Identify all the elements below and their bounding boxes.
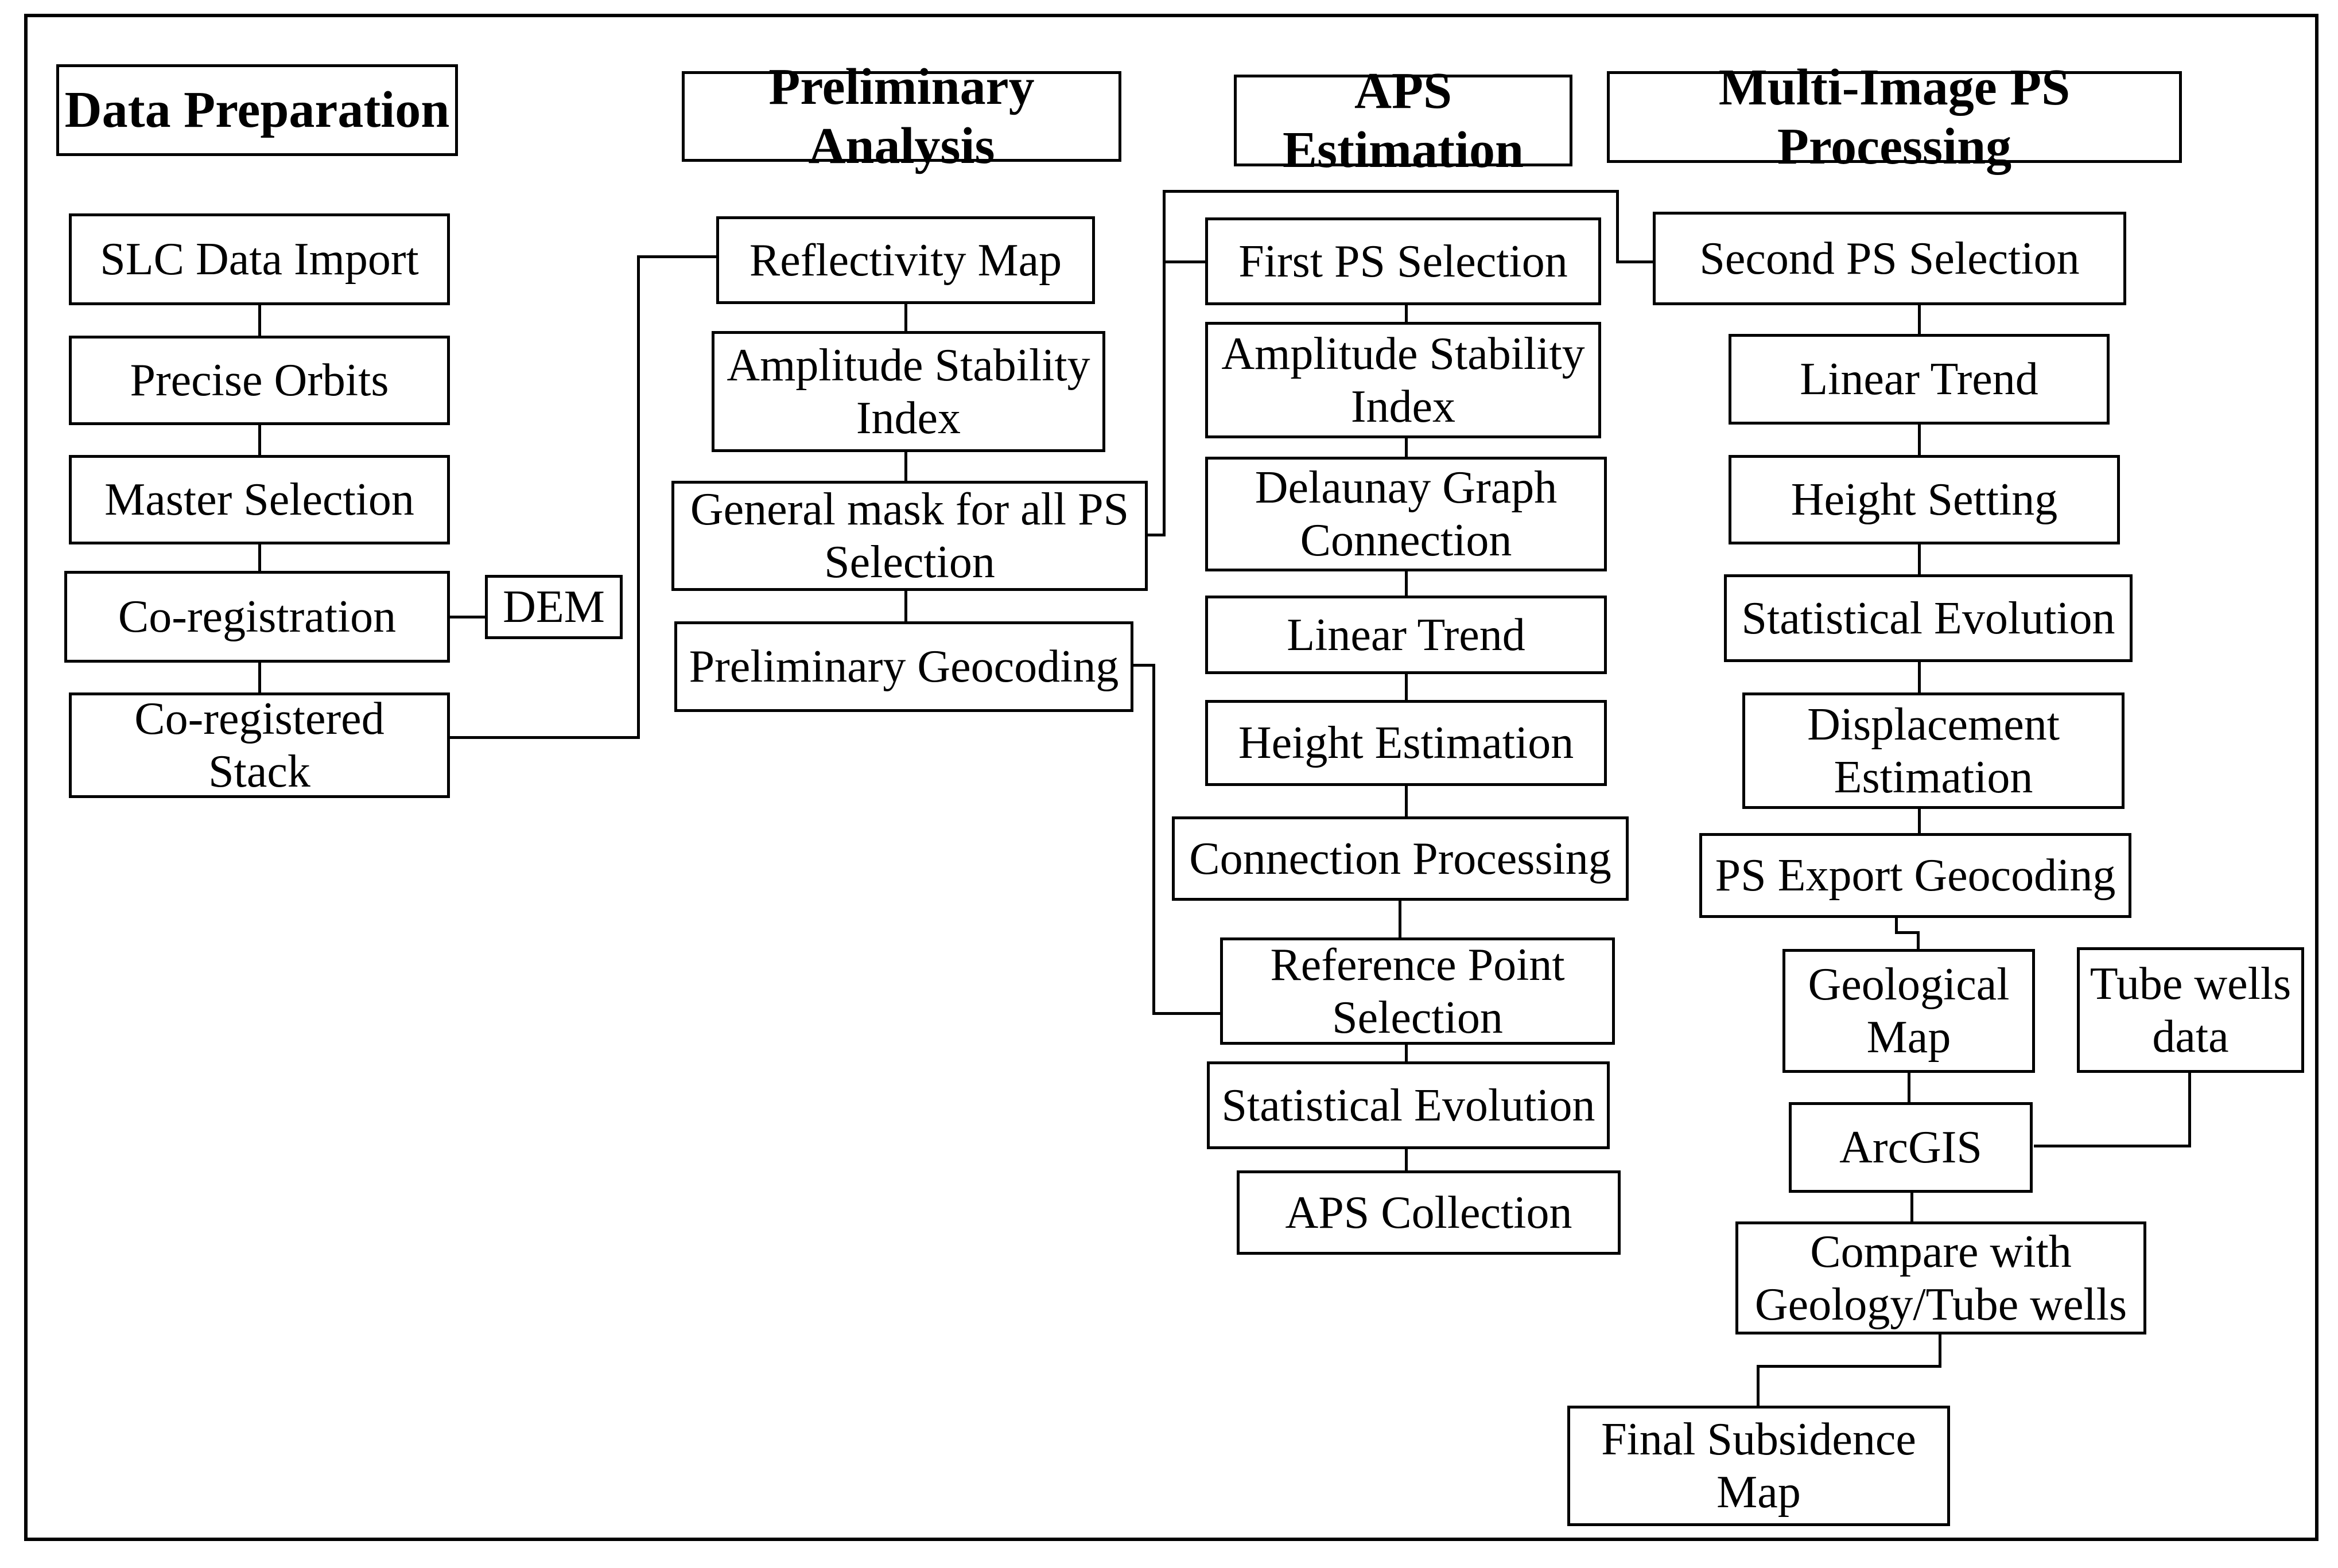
connector-orbits-to-master [258,424,261,457]
connector-statevo-to-apscoll [1405,1148,1408,1172]
node-geological-map: Geological Map [1782,949,2035,1073]
connector-delaunay-to-lineartrend [1405,570,1408,597]
connector-tubewells-to-arcgis [2034,1145,2191,1147]
node-height-setting: Height Setting [1729,455,2120,544]
node-master-selection: Master Selection [69,455,450,544]
node-aps-collection: APS Collection [1237,1170,1621,1255]
header-aps-estimation: APS Estimation [1234,63,1572,178]
connector-into-first-ps [1166,260,1208,263]
node-height-estimation: Height Estimation [1205,700,1607,786]
node-reference-point-selection: Reference Point Selection [1220,937,1615,1045]
node-statistical-evolution-aps: Statistical Evolution [1207,1061,1610,1149]
connector-top-h [1163,190,1619,193]
node-precise-orbits: Precise Orbits [69,336,450,425]
node-amplitude-stability-index-2: Amplitude Stability Index [1205,322,1601,438]
connector-stack-to-reflectivity [637,255,717,258]
node-co-registered-stack: Co-registered Stack [69,692,450,798]
connector-lineartrend-to-heightest [1405,673,1408,702]
connector-reflectivity-to-asi [904,303,907,333]
node-displacement-estimation: Displacement Estimation [1742,692,2125,809]
node-general-mask: General mask for all PS Selection [671,481,1148,591]
connector-geomap-to-arcgis [1908,1072,1910,1104]
node-ps-export-geocoding: PS Export Geocoding [1699,833,2131,918]
connector-dispest-to-psexport [1918,808,1921,835]
node-dem: DEM [485,575,623,639]
diagram-border [24,14,2318,1541]
node-co-registration: Co-registration [64,571,450,663]
connector-compare-to-final [1757,1365,1760,1407]
node-preliminary-geocoding: Preliminary Geocoding [674,621,1133,712]
connector-connproc-to-refpoint [1399,900,1401,939]
node-linear-trend-aps: Linear Trend [1205,596,1607,674]
node-second-ps-selection: Second PS Selection [1653,212,2126,305]
header-data-preparation: Data Preparation [56,64,458,156]
node-reflectivity-map: Reflectivity Map [716,216,1095,304]
connector-master-to-coreg [258,543,261,573]
connector-statevo-to-dispest [1918,661,1921,694]
connector-psexport-jog-v1 [1895,917,1898,934]
connector-asi2-to-delaunay [1405,437,1408,458]
connector-mask-to-geocoding [904,590,907,623]
connector-secondps-to-lineartrend [1918,304,1921,336]
connector-geocoding-out-v [1152,664,1155,1015]
connector-coreg-to-dem [450,616,485,618]
node-first-ps-selection: First PS Selection [1205,217,1601,305]
node-delaunay-graph-connection: Delaunay Graph Connection [1205,457,1607,571]
connector-arcgis-to-compare [1910,1192,1913,1223]
connector-geocoding-out-h [1133,664,1155,667]
connector-slc-to-orbits [258,304,261,337]
node-tube-wells-data: Tube wells data [2077,947,2304,1073]
connector-mask-out-v [1163,190,1166,536]
node-amplitude-stability-index-1: Amplitude Stability Index [712,331,1105,452]
connector-top-down-v [1616,190,1619,263]
connector-compare-jog-h [1757,1365,1941,1368]
connector-asi-to-mask [904,451,907,483]
node-compare-geology-tube-wells: Compare with Geology/Tube wells [1735,1221,2146,1334]
node-slc-data-import: SLC Data Import [69,213,450,305]
node-connection-processing: Connection Processing [1172,816,1629,901]
connector-tubewells-down [2188,1072,2191,1147]
connector-refpoint-to-statevo [1405,1044,1408,1063]
connector-lineartrend-to-heightsetting [1918,423,1921,457]
connector-coreg-to-stack [258,661,261,694]
connector-into-reference-point [1152,1012,1222,1015]
node-arcgis: ArcGIS [1789,1102,2033,1193]
header-preliminary-analysis: Preliminary Analysis [682,59,1121,174]
connector-into-second-ps [1616,260,1656,263]
connector-stack-out-v [637,255,640,739]
node-statistical-evolution-multi: Statistical Evolution [1724,574,2133,662]
connector-compare-jog-v1 [1939,1333,1941,1368]
connector-psexport-jog-v2 [1917,931,1920,951]
connector-psexport-jog-h [1895,931,1920,934]
connector-mask-out-h [1147,534,1166,536]
node-final-subsidence-map: Final Subsidence Map [1567,1406,1950,1526]
connector-stack-out-h1 [450,736,640,739]
connector-firstps-to-asi2 [1405,304,1408,324]
connector-heightest-to-connproc [1405,785,1408,818]
header-multi-image-ps-processing: Multi-Image PS Processing [1607,59,2182,175]
node-linear-trend-multi: Linear Trend [1729,334,2110,425]
connector-heightsetting-to-statevo [1918,543,1921,576]
